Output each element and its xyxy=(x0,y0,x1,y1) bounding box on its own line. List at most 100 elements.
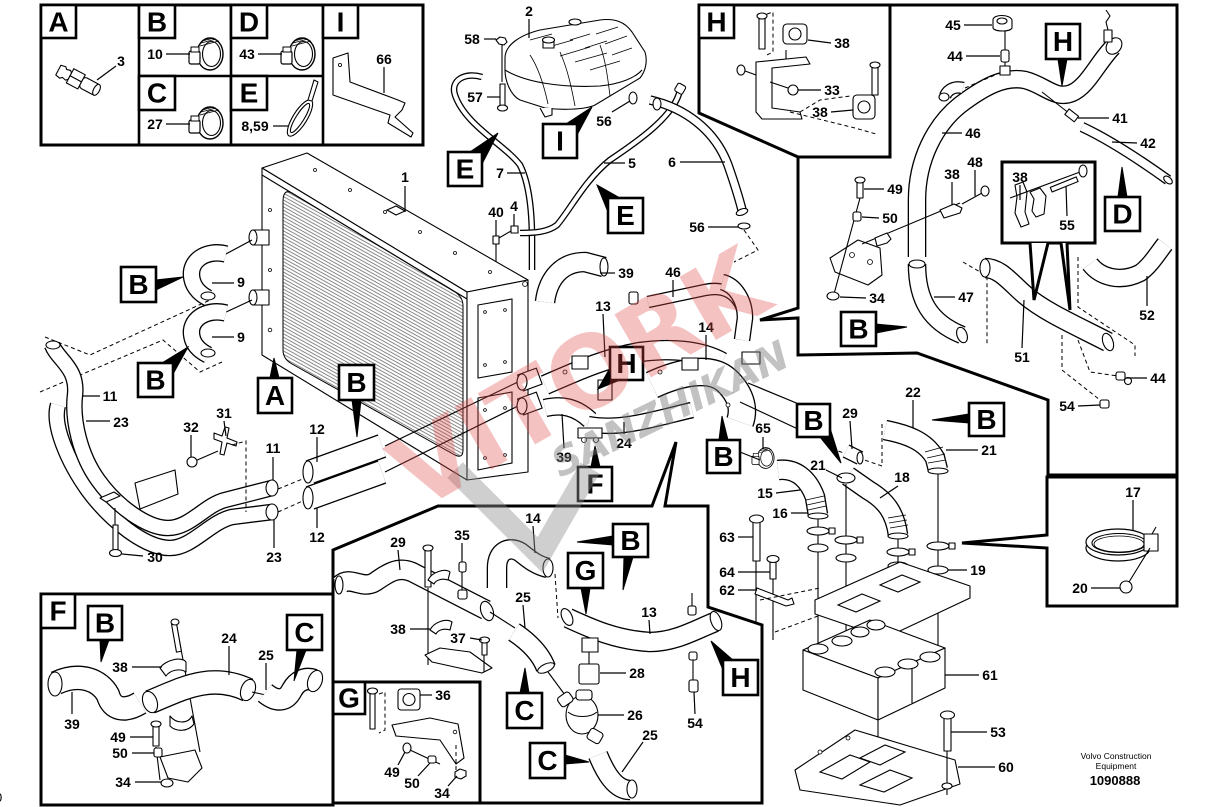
leader-line xyxy=(96,65,117,81)
part-label: 51 xyxy=(1014,349,1030,365)
elbow-opening xyxy=(938,92,950,102)
letter-label: F xyxy=(586,469,603,500)
hose-6-fill xyxy=(649,96,746,211)
letter-box xyxy=(1103,195,1142,233)
part-label: 5 xyxy=(628,155,636,171)
leader-line xyxy=(825,469,843,479)
part-label: 58 xyxy=(464,31,480,47)
part-label: 54 xyxy=(687,715,703,731)
leader-line xyxy=(1111,141,1138,144)
part-label: 25 xyxy=(515,589,531,605)
assembly-dash xyxy=(554,573,559,619)
hose-opening xyxy=(200,348,216,358)
hose-39-detail-fill xyxy=(51,666,146,720)
plate-hole xyxy=(849,252,855,258)
bolt-head xyxy=(562,369,568,375)
clamp-housing xyxy=(1143,533,1159,552)
letter-box xyxy=(697,3,736,40)
leader-line xyxy=(561,413,565,449)
plate-boss xyxy=(941,782,953,790)
pipe-opening xyxy=(141,690,159,714)
radiator-core xyxy=(282,191,464,457)
bracket xyxy=(755,56,811,120)
part-label: 6 xyxy=(668,154,676,170)
assembly-dash xyxy=(1077,257,1136,356)
sensor-wire xyxy=(1105,9,1111,31)
pipe-opening xyxy=(45,340,61,350)
letter-label: A xyxy=(48,7,68,38)
expansion-tank-area: 2 58 57 56 7 5 6 40 4 56 I E E xyxy=(446,3,759,270)
part-label: 49 xyxy=(887,181,903,197)
pipe-tee xyxy=(581,637,599,653)
clamp-half xyxy=(1029,187,1047,218)
pipe-24-detail-fill xyxy=(145,671,253,713)
end-plate-panel xyxy=(477,298,513,379)
clamp-38-lower xyxy=(429,619,453,635)
letter-label: H xyxy=(616,348,636,379)
part-label: 40 xyxy=(488,204,504,220)
clamp-bore xyxy=(402,692,416,707)
clamp-38-upper xyxy=(427,569,451,585)
part-label: 48 xyxy=(967,154,983,170)
sensor-54 xyxy=(688,679,699,693)
clamp-screw xyxy=(828,527,836,535)
assembly-line xyxy=(1041,91,1071,115)
leader-line xyxy=(879,485,899,499)
cooler-port xyxy=(831,635,853,647)
letter-label: D xyxy=(1112,199,1132,230)
part-label: 38 xyxy=(812,104,828,120)
letter-box xyxy=(839,310,878,348)
bolt-49-head xyxy=(150,720,162,728)
leader-line xyxy=(621,741,644,773)
rivet xyxy=(488,270,492,274)
fitting-44 xyxy=(1000,49,1010,63)
letter-box xyxy=(528,741,567,780)
leader-line xyxy=(223,420,227,437)
letter-box xyxy=(705,438,742,475)
rivet xyxy=(503,308,507,312)
bolt-head xyxy=(366,687,379,695)
filler-cap xyxy=(541,36,556,44)
key-cell-d: D 43 xyxy=(229,3,316,71)
part-label: 2 xyxy=(525,3,533,19)
part-label: 33 xyxy=(824,82,840,98)
pipe-opening xyxy=(334,575,344,595)
callout-b: B xyxy=(839,310,908,348)
part-label: 25 xyxy=(642,727,658,743)
assembly-dash xyxy=(759,587,821,633)
sleeve-28 xyxy=(578,663,600,685)
leader-line xyxy=(807,39,832,44)
letter-label: E xyxy=(616,200,635,231)
leader-line xyxy=(602,313,606,358)
callout-pointer xyxy=(351,399,362,438)
bolt-55 xyxy=(1049,176,1079,193)
callout-b: B xyxy=(576,522,650,591)
part-label: 35 xyxy=(454,527,470,543)
hose-12-lower-fill xyxy=(306,461,386,509)
pipe-fitting xyxy=(628,291,639,305)
detail-thermostat: 29 35 14 25 13 38 37 28 26 25 54 B G xyxy=(331,441,764,805)
watermark-chevron xyxy=(447,462,600,573)
spacer-50 xyxy=(852,211,862,222)
key-panel: A 3 B 10 D 43 xyxy=(39,3,425,147)
part-label: 53 xyxy=(990,724,1006,740)
charge-pipe-line xyxy=(384,379,523,447)
part-label: 50 xyxy=(112,745,128,761)
hose-39-upper-fill xyxy=(536,253,607,304)
hose-5-fitting xyxy=(674,82,687,95)
tank-lobes xyxy=(529,44,611,107)
letter-box xyxy=(576,465,614,503)
pipe-11-fill xyxy=(45,341,274,535)
hose-9-upper-fill xyxy=(184,245,228,305)
letter-box xyxy=(39,592,77,630)
letter-box xyxy=(137,74,177,112)
hose-39-lower-fill xyxy=(543,398,596,427)
letter-box xyxy=(967,401,1006,438)
sensor-boss xyxy=(457,589,468,600)
hose-opening xyxy=(542,558,554,578)
part-label: 26 xyxy=(627,707,643,723)
fitting-40 xyxy=(492,235,500,245)
hose-end xyxy=(302,460,314,484)
part-label: 13 xyxy=(595,298,611,314)
part-label: 1 xyxy=(401,169,409,185)
